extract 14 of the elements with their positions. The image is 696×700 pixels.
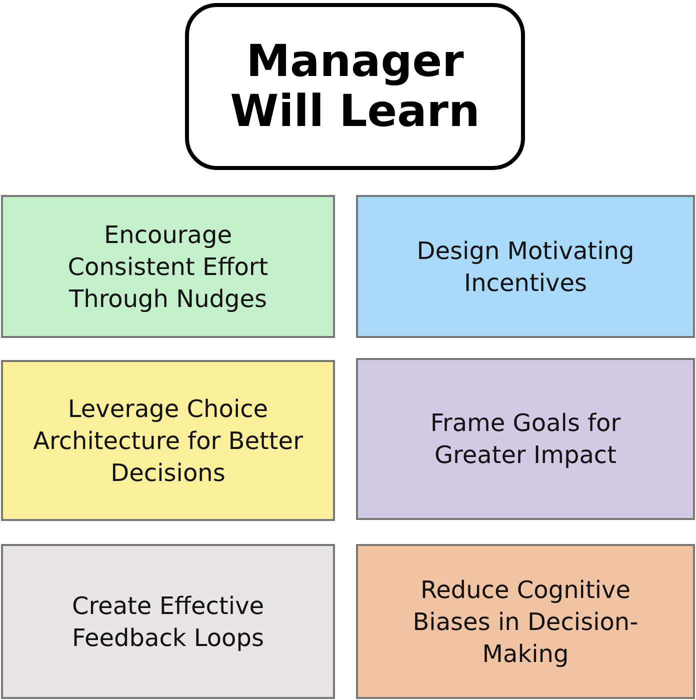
- heading-text: Manager Will Learn: [229, 36, 481, 136]
- topic-text: Frame Goals for Greater Impact: [429, 408, 622, 471]
- topic-text: Reduce Cognitive Biases in Decision-Making: [412, 574, 640, 670]
- topic-text: Encourage Consistent Effort Through Nudges: [66, 220, 270, 314]
- heading-box: [185, 3, 525, 170]
- topic-text: Design Motivating Incentives: [416, 236, 636, 298]
- topic-box: [356, 195, 695, 338]
- topic-text: Leverage Choice Architecture for Better Decisions: [32, 394, 304, 488]
- topic-box: [356, 544, 695, 699]
- topic-box: [1, 544, 335, 699]
- topic-box: [1, 360, 335, 521]
- topic-box: [356, 358, 695, 520]
- topic-text: Create Effective Feedback Loops: [70, 590, 266, 654]
- topic-box: [1, 195, 335, 338]
